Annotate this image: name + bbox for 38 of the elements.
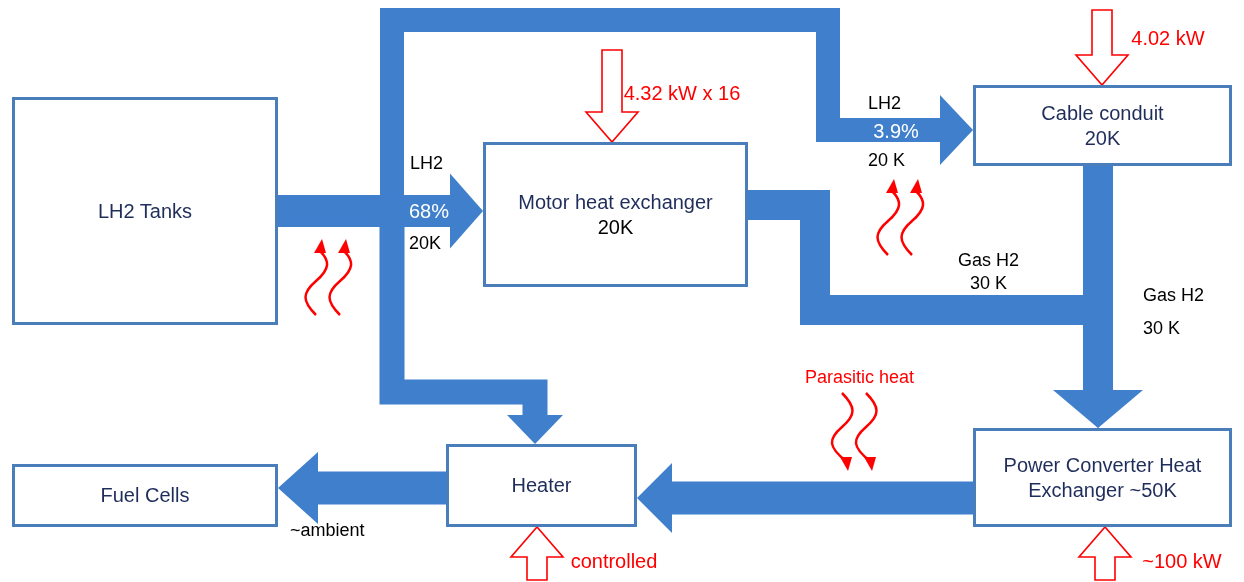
box-label: 20K <box>1084 125 1121 151</box>
edge-label: controlled <box>570 549 658 573</box>
flow-label: 30 K <box>1143 318 1181 339</box>
flow-label: Parasitic heat <box>805 367 915 388</box>
flow-label: Gas H2 <box>958 250 1020 271</box>
box-label: Fuel Cells <box>100 483 190 508</box>
box-label: 20K <box>597 214 634 240</box>
process-box <box>446 444 637 527</box>
edge-label: ~100 kW <box>1142 549 1222 573</box>
heat-input-arrow <box>584 49 640 144</box>
flow-label: Gas H2 <box>1143 285 1205 306</box>
flow-pipe-arrow <box>278 173 483 249</box>
heat-input-arrow <box>1074 9 1130 87</box>
flow-pipe-arrow <box>278 452 446 524</box>
heat-input-arrow <box>1077 525 1133 581</box>
process-box <box>973 85 1232 166</box>
box-label: Motor heat exchanger <box>518 189 713 215</box>
edge-label: 4.02 kW <box>1131 26 1205 50</box>
edge-label: 68% <box>409 199 449 223</box>
flow-label: LH2 <box>410 153 444 174</box>
process-box <box>973 428 1232 527</box>
process-box <box>483 142 748 287</box>
box-label: LH2 Tanks <box>97 198 193 224</box>
box-label: Cable conduit <box>1041 100 1164 126</box>
box-label: Heater <box>511 473 572 498</box>
flow-pipe-arrow <box>1053 166 1143 428</box>
flow-label: LH2 <box>868 93 902 114</box>
flow-label: 20K <box>409 233 442 254</box>
edge-label: 4.32 kW x 16 <box>623 81 741 105</box>
flow-label: ~ambient <box>290 520 365 541</box>
edge-label: 3.9% <box>873 119 919 143</box>
box-label: Power Converter Heat Exchanger ~50K <box>1002 452 1203 503</box>
heat-input-arrow <box>509 525 565 581</box>
flow-label: 20 K <box>868 150 906 171</box>
flow-label: 30 K <box>970 273 1008 294</box>
flow-pipe-arrow <box>637 463 973 533</box>
process-box <box>12 464 278 527</box>
process-box <box>12 97 278 325</box>
